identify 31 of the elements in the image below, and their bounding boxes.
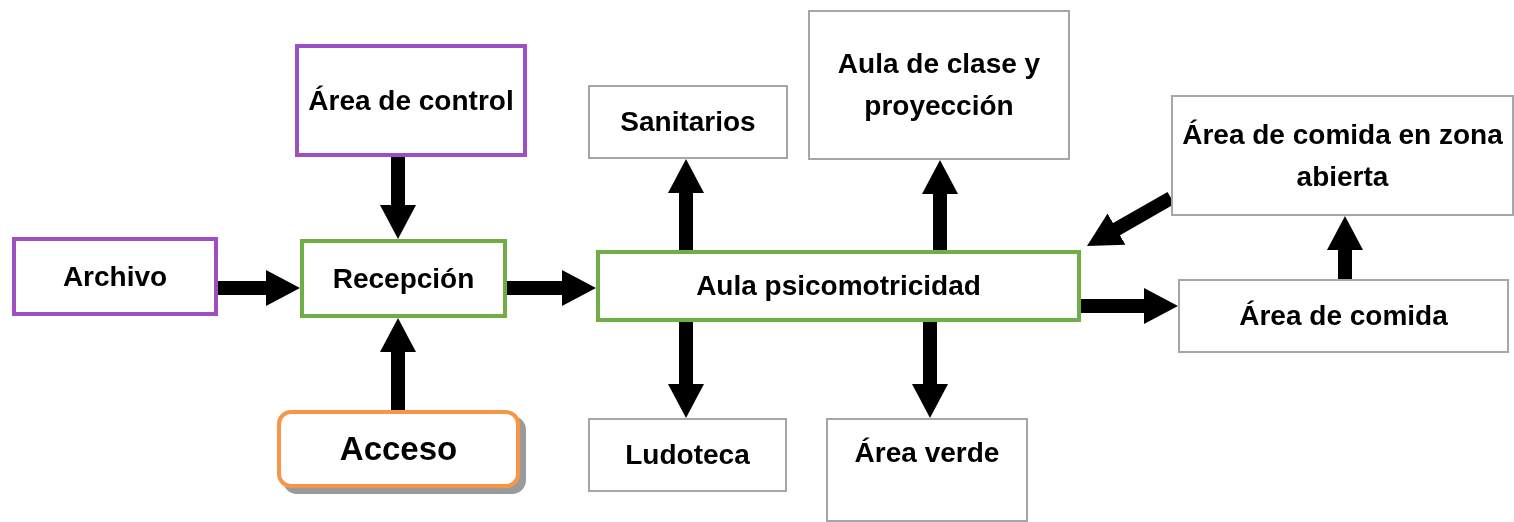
area-box: [588, 85, 788, 159]
arrow: [922, 160, 958, 250]
central-box: [596, 250, 1081, 322]
box-label: Área de comida: [1239, 299, 1448, 333]
area-box: [1178, 279, 1509, 353]
process-box: [295, 44, 527, 157]
arrow: [380, 157, 416, 239]
arrow: [668, 322, 704, 418]
arrow: [1081, 288, 1178, 324]
box-label: Acceso: [339, 429, 458, 470]
arrow: [507, 270, 596, 306]
process-box: [300, 239, 507, 318]
box-label: Ludoteca: [625, 438, 750, 472]
area-box: [1171, 95, 1514, 216]
box-label: Área de comida en zona abierta: [1181, 117, 1504, 194]
process-box: [12, 237, 218, 316]
box-label: Archivo: [62, 259, 168, 294]
area-box: [588, 418, 787, 492]
box-label: Aula de clase y proyección: [836, 47, 1042, 123]
arrow: [668, 159, 704, 250]
area-box: [808, 10, 1070, 160]
arrow: [1327, 216, 1363, 279]
arrow: [218, 270, 300, 306]
box-label: Área de control: [308, 83, 514, 118]
box-label: Recepción: [332, 261, 475, 296]
arrow: [912, 322, 948, 418]
box-label: Sanitarios: [620, 105, 756, 139]
box-label: Aula psicomotricidad: [696, 269, 981, 303]
arrow: [380, 318, 416, 410]
box-label: Área verde: [854, 436, 1000, 470]
area-box: [826, 418, 1028, 522]
